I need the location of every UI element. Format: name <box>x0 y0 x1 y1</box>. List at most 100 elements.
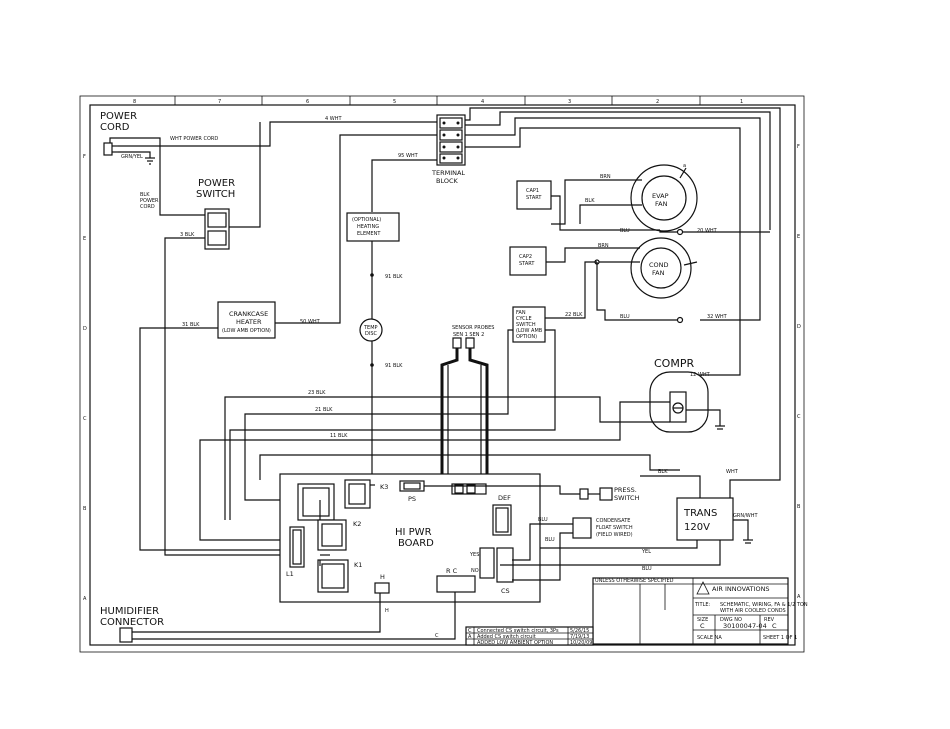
heating-element <box>346 212 400 242</box>
zone-markers-top: 8 7 6 5 4 3 2 1 <box>133 96 743 105</box>
svg-text:120V: 120V <box>684 522 710 533</box>
zone-5: 5 <box>393 99 396 105</box>
zone-3: 3 <box>568 99 571 105</box>
svg-text:C: C <box>83 416 87 422</box>
svg-text:REV: REV <box>764 617 775 623</box>
svg-text:COND: COND <box>649 261 669 269</box>
svg-text:(FIELD WIRED): (FIELD WIRED) <box>596 532 633 538</box>
svg-text:CORD: CORD <box>100 122 130 133</box>
svg-text:L1: L1 <box>286 570 294 578</box>
wire-31-blk <box>139 327 290 551</box>
wire-95-wht <box>371 159 437 212</box>
zone-4: 4 <box>481 99 484 105</box>
svg-text:PS: PS <box>408 495 416 503</box>
svg-text:H: H <box>380 573 385 581</box>
power-cord-label: POWER <box>100 111 137 122</box>
svg-text:7/19/13: 7/19/13 <box>570 634 589 640</box>
svg-text:SWITCH: SWITCH <box>614 494 640 502</box>
svg-text:BLK: BLK <box>658 469 668 475</box>
svg-text:Connected CS switch circuit, 3: Connected CS switch circuit, 3Ps <box>477 628 559 634</box>
svg-text:TITLE:: TITLE: <box>694 602 711 608</box>
svg-text:23 BLK: 23 BLK <box>308 390 326 396</box>
power-switch-label: POWER <box>198 178 235 189</box>
cap1-start <box>516 180 552 210</box>
svg-text:HEATER: HEATER <box>236 318 262 326</box>
svg-text:BLK: BLK <box>585 198 595 204</box>
svg-text:SWITCH: SWITCH <box>196 189 235 200</box>
svg-text:21 BLK: 21 BLK <box>315 407 333 413</box>
zone-2: 2 <box>656 99 659 105</box>
svg-text:TEMP: TEMP <box>363 325 378 331</box>
svg-text:START: START <box>526 195 542 201</box>
svg-text:(OPTIONAL): (OPTIONAL) <box>352 217 381 223</box>
svg-text:F: F <box>83 154 86 160</box>
svg-text:A: A <box>83 596 87 602</box>
temp-disc <box>359 318 383 342</box>
svg-text:91 BLK: 91 BLK <box>385 363 403 369</box>
svg-text:C: C <box>700 622 705 630</box>
svg-text:SIZE: SIZE <box>697 617 708 623</box>
svg-text:BLU: BLU <box>642 566 652 572</box>
svg-text:EVAP: EVAP <box>652 192 669 200</box>
h-terminal <box>374 582 390 594</box>
svg-text:BRN: BRN <box>600 174 611 180</box>
compr-label: COMPR <box>654 357 694 370</box>
svg-text:WITH AIR COOLED CONDS: WITH AIR COOLED CONDS <box>720 608 786 614</box>
svg-text:CONDENSATE: CONDENSATE <box>596 518 630 524</box>
svg-text:DISC: DISC <box>365 331 377 337</box>
zone-1: 1 <box>740 99 743 105</box>
svg-text:YEL: YEL <box>641 549 651 555</box>
crankcase-heater <box>217 301 276 339</box>
svg-text:K3: K3 <box>380 483 388 491</box>
svg-text:5/26/15: 5/26/15 <box>570 628 589 634</box>
rc-terminal <box>436 575 476 593</box>
wire-3-blk <box>164 237 290 556</box>
svg-text:BLU: BLU <box>545 537 555 543</box>
svg-text:WHT POWER CORD: WHT POWER CORD <box>170 136 218 142</box>
svg-text:BOARD: BOARD <box>398 538 434 549</box>
svg-text:B: B <box>797 504 801 510</box>
svg-text:R C: R C <box>446 567 458 575</box>
svg-text:95 WHT: 95 WHT <box>398 153 419 159</box>
svg-text:11 BLK: 11 BLK <box>330 433 348 439</box>
zone-7: 7 <box>218 99 221 105</box>
wire-50-wht <box>275 134 437 324</box>
svg-text:10/20/09: 10/20/09 <box>570 640 592 646</box>
svg-text:CAP2: CAP2 <box>519 254 532 260</box>
sensor-probes: SENSOR PROBES SEN 1 SEN 2 <box>440 325 494 486</box>
svg-text:32 WHT: 32 WHT <box>707 314 728 320</box>
svg-text:E: E <box>83 236 86 242</box>
svg-text:H: H <box>385 608 389 614</box>
svg-text:CONNECTOR: CONNECTOR <box>100 617 164 628</box>
title-block: UNLESS OTHERWISE SPECIFIED AIR INNOVATIO… <box>592 577 808 645</box>
svg-text:BLK: BLK <box>140 192 150 198</box>
svg-text:31 BLK: 31 BLK <box>182 322 200 328</box>
svg-text:GRN/YEL: GRN/YEL <box>121 154 143 160</box>
svg-text:BLU: BLU <box>620 228 630 234</box>
svg-text:BRN: BRN <box>598 243 609 249</box>
condensate-float-switch <box>572 517 592 539</box>
svg-text:(LOW AMB: (LOW AMB <box>516 328 543 334</box>
wire-blk-power-cord <box>109 137 205 216</box>
svg-text:HI PWR: HI PWR <box>395 527 432 538</box>
wire-wht-power-cord <box>118 121 437 147</box>
svg-text:22 BLK: 22 BLK <box>565 312 583 318</box>
svg-text:K1: K1 <box>354 561 362 569</box>
cap2-start <box>509 246 547 276</box>
svg-text:CRANKCASE: CRANKCASE <box>229 310 268 318</box>
revision-table: C Connected CS switch circuit, 3Ps 5/26/… <box>465 626 594 646</box>
svg-text:A: A <box>468 634 472 640</box>
wire-11-blk <box>199 401 670 541</box>
svg-text:DWG NO: DWG NO <box>720 617 742 623</box>
svg-text:F: F <box>797 144 800 150</box>
wire-23-blk <box>224 396 670 520</box>
zone-8: 8 <box>133 99 136 105</box>
svg-text:SEN 1 SEN 2: SEN 1 SEN 2 <box>453 332 484 338</box>
svg-text:FAN: FAN <box>652 269 665 277</box>
svg-text:CAP1: CAP1 <box>526 188 539 194</box>
humidifier-connector <box>119 627 133 643</box>
svg-text:START: START <box>519 261 535 267</box>
yes-no-terminal <box>479 547 495 579</box>
svg-text:HEATING: HEATING <box>357 224 379 230</box>
humidifier-label: HUMIDIFIER <box>100 606 159 617</box>
